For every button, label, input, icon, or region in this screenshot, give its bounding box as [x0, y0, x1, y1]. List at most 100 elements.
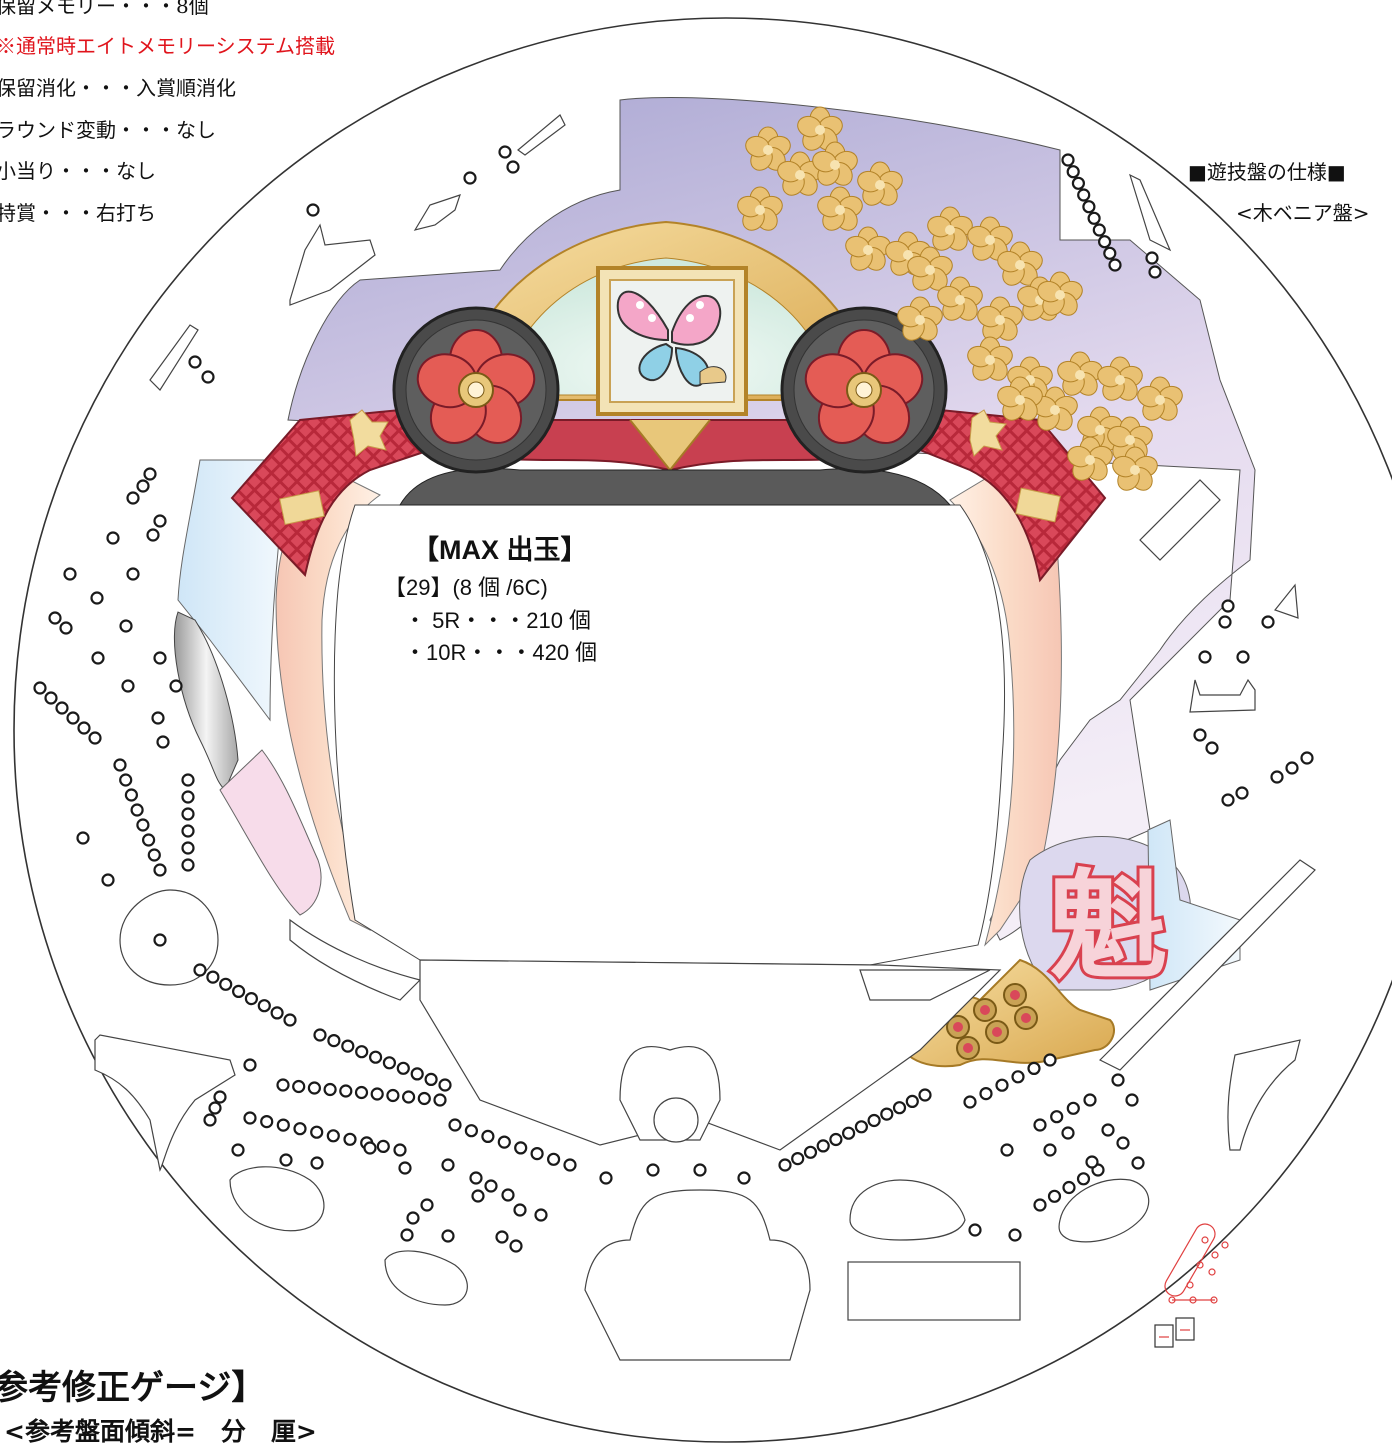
nail-pin: [283, 1013, 297, 1027]
nail-pin: [1145, 251, 1159, 265]
nail-pin: [406, 1211, 420, 1225]
nail-pin: [402, 1090, 416, 1104]
nail-pin: [119, 619, 133, 633]
nail-pin: [1033, 1118, 1047, 1132]
nail-pin: [206, 970, 220, 984]
nail-pin: [448, 1118, 462, 1132]
nail-pin: [181, 841, 195, 855]
nail-pin: [1061, 1126, 1075, 1140]
nail-pin: [153, 863, 167, 877]
nail-pin: [892, 1101, 907, 1115]
nail-pin: [341, 1039, 355, 1053]
nail-pin: [386, 1088, 400, 1103]
sakura-petal-icon: [927, 206, 973, 251]
nail-pin: [232, 984, 246, 999]
sakura-petal-icon: [977, 296, 1023, 341]
nail-pin: [355, 1045, 369, 1059]
nail-pin: [231, 1143, 245, 1157]
nail-pin: [1050, 1110, 1064, 1124]
nail-pin: [201, 370, 215, 384]
nail-pin: [963, 1095, 977, 1109]
nail-pin: [693, 1163, 707, 1177]
nail-pin: [1236, 650, 1250, 664]
nail-pin: [354, 1085, 369, 1100]
nail-pin: [63, 567, 77, 581]
nail-pin: [101, 873, 115, 887]
nail-pin: [816, 1139, 830, 1153]
nail-pin: [1101, 1123, 1115, 1137]
nail-pin: [88, 731, 102, 745]
nail-pin: [599, 1171, 613, 1185]
nail-pin: [410, 1067, 424, 1081]
spec-memory: 保留メモリー・・・8個: [0, 0, 209, 18]
attacker-gold: [898, 958, 1115, 1068]
nail-pin: [323, 1082, 337, 1097]
nail-pin: [1285, 761, 1299, 775]
nail-pin: [441, 1158, 455, 1172]
nail-pin: [1148, 265, 1162, 279]
nail-pin: [306, 203, 320, 217]
nail-pin: [48, 611, 62, 625]
sakura-petal-icon: [737, 186, 783, 231]
nail-pin: [778, 1158, 792, 1172]
nail-pin: [326, 1129, 340, 1143]
nail-pin: [307, 1081, 321, 1095]
nail-pin: [146, 528, 160, 542]
gauge-title: 参考修正ゲージ】: [0, 1368, 266, 1408]
nail-pin: [737, 1171, 751, 1185]
nail-pin: [270, 1006, 284, 1020]
nail-pin: [257, 999, 271, 1013]
nail-pin: [433, 1093, 447, 1107]
nail-pin: [829, 1132, 843, 1147]
nail-pin: [1033, 1198, 1047, 1212]
board-outline: [13, 17, 1392, 1443]
lattice-wing-right: [918, 408, 1107, 583]
max-payout-line2: ・ 5R・・・210 個: [404, 608, 592, 633]
sakura-petal-icon: [1067, 436, 1113, 481]
nail-pin: [33, 681, 47, 695]
nail-pin: [1108, 258, 1122, 272]
nail-pin: [918, 1088, 932, 1102]
ornament-base: [399, 467, 952, 506]
nail-pin: [126, 491, 140, 505]
nail-pin: [243, 1058, 257, 1072]
nail-pin: [76, 831, 90, 845]
nail-pin: [55, 701, 69, 715]
sakura-petal-icon: [997, 241, 1043, 286]
nail-pin: [484, 1179, 498, 1193]
nail-pin: [905, 1094, 919, 1109]
sakura-petal-icon: [797, 106, 843, 151]
nail-pin: [471, 1189, 485, 1203]
nail-pin: [509, 1239, 523, 1253]
nail-pin: [995, 1078, 1009, 1092]
nail-pin: [417, 1091, 431, 1106]
nail-pin: [376, 1139, 390, 1154]
sakura-flower-left-icon: [416, 329, 536, 444]
nail-pin: [1270, 770, 1284, 784]
nail-pin: [208, 1101, 222, 1115]
gauge-incline: <参考盤面傾斜= 分 厘>: [4, 1417, 317, 1446]
nail-pin: [136, 818, 150, 832]
nail-pin: [213, 1090, 227, 1104]
nail-pin: [1097, 235, 1112, 249]
nail-pin: [1116, 1136, 1130, 1150]
nail-pin: [469, 1171, 483, 1185]
nail-pin: [1066, 1101, 1080, 1115]
nail-pin: [90, 591, 104, 605]
max-payout-line1: 【29】(8 個 /6C): [384, 575, 548, 600]
nail-pin: [363, 1141, 377, 1155]
nail-pin: [880, 1107, 894, 1121]
spec-consumption: 保留消化・・・入賞順消化: [0, 76, 236, 100]
nail-pin: [1083, 1093, 1097, 1107]
nail-pin: [867, 1113, 881, 1128]
nail-pin: [1221, 599, 1235, 613]
nail-pin: [142, 833, 156, 847]
nail-pin: [343, 1132, 357, 1146]
nail-pin: [147, 848, 161, 862]
nail-pin: [1300, 751, 1314, 765]
nail-pin: [1221, 793, 1235, 807]
nail-pin: [260, 1114, 274, 1129]
sakura-petal-icon: [937, 276, 983, 321]
attacker-pockets: [946, 983, 1038, 1060]
